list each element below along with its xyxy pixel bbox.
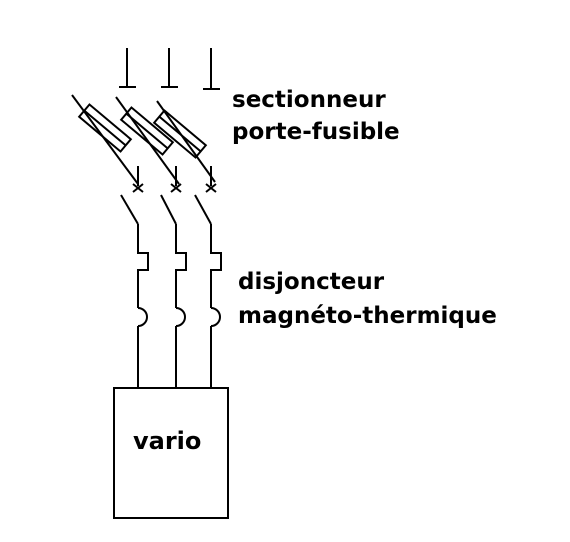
breaker-pole — [160, 194, 187, 388]
fuse-element — [71, 94, 139, 185]
connection-mark — [170, 166, 182, 193]
vario-box — [113, 387, 229, 519]
fuse-element — [152, 100, 216, 183]
supply-terminal — [161, 48, 178, 88]
supply-terminal — [203, 48, 220, 90]
fuse-disconnector — [71, 94, 216, 185]
sectionneur-label-line1: sectionneur — [232, 87, 386, 113]
disjoncteur-label-line2: magnéto-thermique — [238, 303, 497, 329]
fuse-element — [115, 96, 180, 185]
breaker-pole — [120, 194, 149, 388]
vario-label: vario — [133, 427, 202, 455]
connection-mark — [132, 166, 144, 193]
breaker-pole — [194, 194, 222, 388]
supply-terminal — [119, 48, 136, 88]
supply-terminals — [119, 48, 220, 90]
circuit-breaker — [120, 194, 222, 388]
sectionneur-label-line2: porte-fusible — [232, 119, 400, 145]
connection-mark — [205, 166, 217, 193]
connection-marks — [132, 166, 217, 193]
disjoncteur-label-line1: disjoncteur — [238, 269, 385, 295]
